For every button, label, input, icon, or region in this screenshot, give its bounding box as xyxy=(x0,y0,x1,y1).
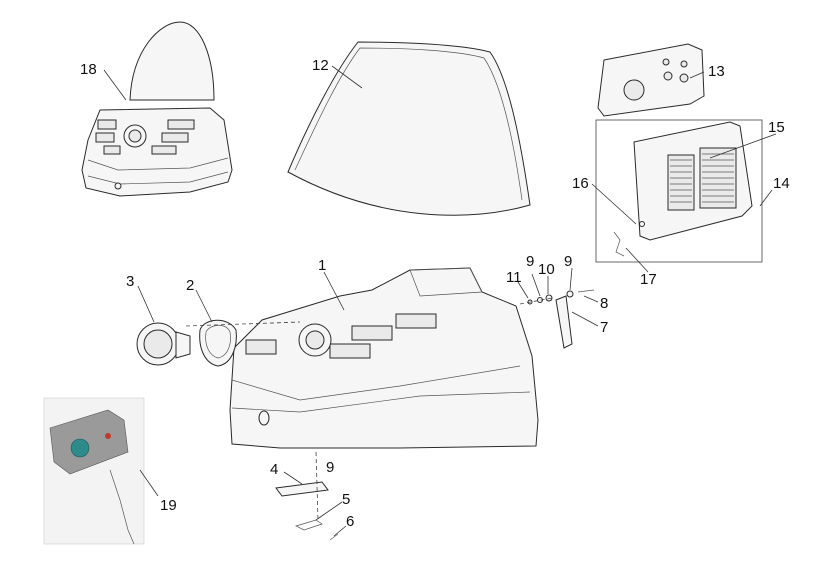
part-12-windshield xyxy=(287,41,531,216)
label-7: 7 xyxy=(600,319,608,336)
label-11-final: 11 xyxy=(506,269,522,286)
label-16: 16 xyxy=(572,175,589,192)
label-9-top-left: 9 xyxy=(526,253,534,270)
part-13-bracket xyxy=(597,43,705,117)
label-2: 2 xyxy=(186,277,194,294)
label-8: 8 xyxy=(600,295,608,312)
parts-7-11-hardware xyxy=(527,289,595,349)
parts-4-6-hardware xyxy=(275,481,339,541)
part-2-headlight-ring xyxy=(199,319,237,367)
label-9-top-right: 9 xyxy=(564,253,572,270)
label-14: 14 xyxy=(773,175,790,192)
alignment-lines xyxy=(185,297,553,521)
label-12: 12 xyxy=(312,57,329,74)
label-5: 5 xyxy=(342,491,350,508)
part-3-headlight xyxy=(136,322,191,366)
label-1: 1 xyxy=(318,257,326,274)
label-9-bottom-final: 9 xyxy=(326,459,334,476)
leader-lines xyxy=(103,65,777,537)
label-3: 3 xyxy=(126,273,134,290)
label-17: 17 xyxy=(640,271,657,288)
label-13: 13 xyxy=(708,63,725,80)
callout-labels: 18 12 13 15 16 14 17 1 3 2 9 10 9 11 9 8… xyxy=(80,57,790,530)
label-6: 6 xyxy=(346,513,354,530)
label-4: 4 xyxy=(270,461,278,478)
label-19: 19 xyxy=(160,497,177,514)
callout-labels-extra: 10 11 9 xyxy=(326,261,555,476)
part-18-assembled-hood xyxy=(81,21,233,197)
label-18: 18 xyxy=(80,61,97,78)
label-15: 15 xyxy=(768,119,785,136)
part-19-photo-inset xyxy=(43,397,145,545)
part-14-frame-box xyxy=(595,119,763,263)
part-1-main-hood xyxy=(229,267,539,449)
label-10-final: 10 xyxy=(538,261,555,278)
